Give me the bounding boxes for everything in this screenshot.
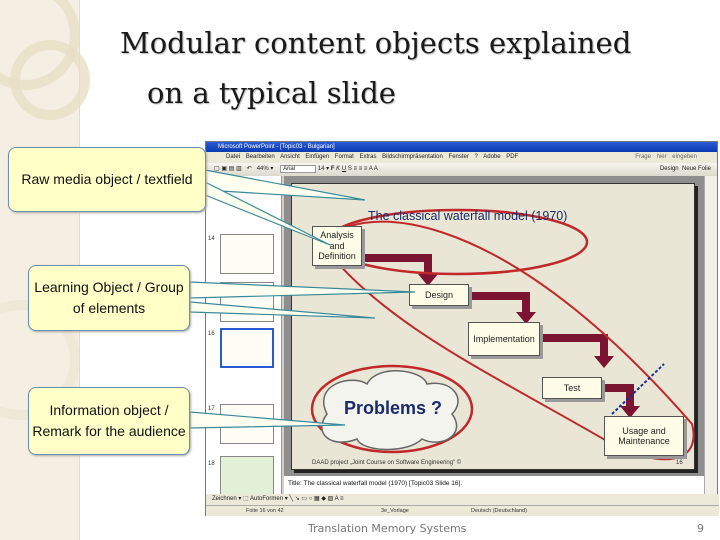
drawing-toolbar: Zeichnen ▾ ⬚ AutoFormen ▾ ╲ ↘ ▭ ○ ▦ ◆ ▨ … [206, 494, 719, 505]
window-titlebar: Microsoft PowerPoint - [Topic03 - Bulgar… [206, 142, 717, 152]
step-design: Design [409, 284, 469, 306]
help-search-input[interactable]: Frage hier eingeben [635, 154, 697, 160]
zoom-select[interactable]: 44% [256, 166, 269, 172]
menu-bar: Datei Bearbeiten Ansicht Einfügen Format… [206, 152, 717, 163]
slide-number: 16 [676, 460, 683, 466]
menu-insert[interactable]: Einfügen [305, 154, 330, 160]
slide-heading: The classical waterfall model (1970) [368, 209, 568, 223]
autoshapes-menu[interactable]: AutoFormen [250, 496, 284, 502]
slide-canvas[interactable]: The classical waterfall model (1970) Ana… [291, 183, 695, 470]
toolbar: ▢ ▣ ▤ ▥ ↶ 44% ▾ Arial 14 ▾ F K U S ≡ ≡ ≡… [206, 163, 717, 176]
callout-raw-media: Raw media object / textfield [8, 147, 206, 212]
status-template: 3e_Vorlage [381, 508, 409, 514]
step-analysis: Analysis and Definition [312, 226, 362, 266]
callout-information-object: Information object / Remark for the audi… [28, 387, 190, 455]
slide-thumbnail[interactable] [220, 404, 274, 444]
problem-ellipse [310, 364, 474, 454]
footer-text: Translation Memory Systems [308, 522, 467, 535]
slide-thumbnail[interactable] [220, 456, 274, 496]
font-size-select[interactable]: 14 [317, 166, 325, 172]
page-number: 9 [697, 522, 704, 535]
slide-thumbnail[interactable] [220, 234, 274, 274]
menu-format[interactable]: Format [334, 154, 354, 160]
problems-cloud [321, 370, 459, 451]
status-bar: Folie 16 von 42 3e_Vorlage Deutsch (Deut… [206, 505, 719, 516]
status-slide: Folie 16 von 42 [246, 508, 284, 514]
menu-help[interactable]: ? [474, 154, 478, 160]
learning-object-ellipse [320, 220, 695, 461]
menu-tools[interactable]: Extras [359, 154, 377, 160]
title-line-1: Modular content objects explained [120, 26, 632, 60]
arrow-4 [592, 384, 640, 418]
notes-pane[interactable]: Title: The classical waterfall model (19… [284, 476, 704, 494]
menu-file[interactable]: Datei [226, 154, 241, 160]
step-usage-maintenance: Usage and Maintenance [604, 416, 684, 456]
problems-text: Problems ? [344, 398, 443, 418]
font-select[interactable]: Arial [280, 165, 317, 173]
waterfall-arrows [350, 254, 640, 418]
menu-slideshow[interactable]: Bildschirmpräsentation [382, 154, 443, 160]
menu-edit[interactable]: Bearbeiten [245, 154, 275, 160]
callout-learning-object: Learning Object / Group of elements [28, 265, 190, 331]
menu-adobe-pdf[interactable]: Adobe PDF [483, 154, 519, 160]
draw-menu[interactable]: Zeichnen [212, 496, 237, 502]
new-slide-button[interactable]: Neue Folie [681, 166, 711, 172]
dotted-line [611, 363, 665, 415]
slide-thumbnails-panel: 14 15 16 17 18 [206, 176, 282, 506]
status-language: Deutsch (Deutschland) [471, 508, 527, 514]
arrow-3 [532, 334, 614, 368]
design-button[interactable]: Design [659, 166, 679, 172]
title-line-2: on a typical slide [147, 76, 396, 110]
slide-thumbnail[interactable] [220, 282, 274, 322]
arrow-2 [447, 292, 536, 324]
arrow-1 [350, 254, 438, 286]
menu-view[interactable]: Ansicht [280, 154, 300, 160]
slide-footer: DAAD project „Joint Course on Software E… [312, 460, 462, 466]
menu-window[interactable]: Fenster [448, 154, 469, 160]
slide-thumbnail-selected[interactable] [220, 328, 274, 368]
slide-graphics [310, 208, 695, 461]
vertical-scrollbar[interactable] [704, 176, 717, 494]
slide-editing-area: The classical waterfall model (1970) Ana… [284, 176, 704, 476]
step-implementation: Implementation [468, 322, 540, 356]
powerpoint-window: Microsoft PowerPoint - [Topic03 - Bulgar… [205, 141, 719, 516]
step-test: Test [542, 377, 602, 399]
